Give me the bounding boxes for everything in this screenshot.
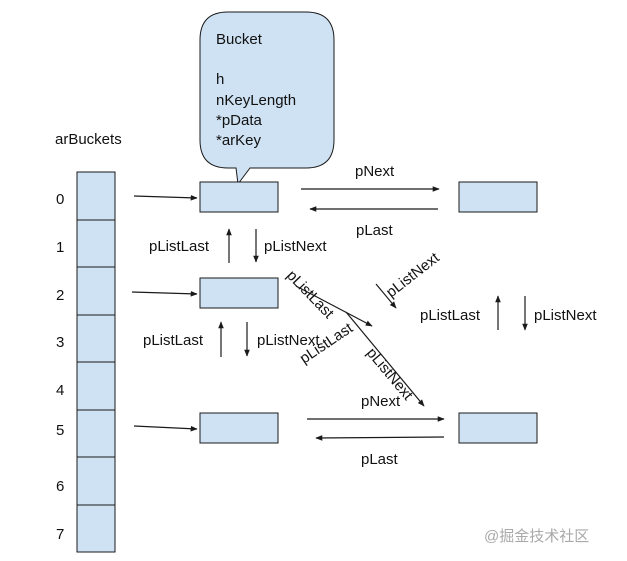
label-plistnext-lower: pListNext [257, 332, 320, 349]
label-plistnext-upper: pListNext [264, 238, 327, 255]
bucket-index-0: 0 [56, 191, 64, 208]
bucket-slot-3 [76, 314, 116, 363]
bucket-field-arkey: *arKey [216, 132, 262, 149]
bucket-index-1: 1 [56, 239, 64, 256]
arbuckets-title: arBuckets [55, 131, 122, 148]
label-plistlast-right: pListLast [420, 307, 481, 324]
bucket-index-3: 3 [56, 334, 64, 351]
bucket-index-7: 7 [56, 526, 64, 543]
bucket-slot-6 [76, 456, 116, 506]
label-plast-bottom: pLast [361, 451, 399, 468]
bucket-node-b [458, 181, 538, 213]
label-pnext-bottom: pNext [361, 393, 401, 410]
bucket-callout [199, 11, 335, 186]
bucket-index-2: 2 [56, 287, 64, 304]
arrow-plistnext-diagonal-lower [345, 311, 425, 407]
arrow-plast-bottom [315, 435, 445, 441]
bucket-slot-0 [76, 171, 116, 221]
bucket-array [76, 171, 116, 553]
label-plistnext-diagonal-upper: pListNext [383, 249, 443, 301]
bucket-node-d [199, 412, 279, 444]
arrow-slot5-to-node [133, 425, 198, 432]
bucket-slot-4 [76, 361, 116, 411]
label-plistlast-upper: pListLast [149, 238, 210, 255]
watermark-text: @掘金技术社区 [484, 528, 589, 545]
label-plistlast-diagonal-down: pListLast [283, 267, 338, 323]
label-pnext-top: pNext [355, 163, 395, 180]
arrow-slot0-to-node [133, 195, 198, 201]
label-plistnext-right: pListNext [534, 307, 597, 324]
bucket-node-c [199, 277, 279, 309]
bucket-field-h: h [216, 71, 224, 88]
arrow-plistnext-diagonal-upper [375, 283, 397, 309]
label-plistlast-lower: pListLast [143, 332, 204, 349]
bucket-node-a [199, 181, 279, 213]
bucket-field-nkeylength: nKeyLength [216, 92, 296, 109]
bucket-slot-2 [76, 266, 116, 316]
bucket-slot-1 [76, 219, 116, 268]
bucket-field-pdata: *pData [216, 112, 263, 129]
arrow-plistlast-diagonal [295, 285, 373, 327]
bucket-slot-7 [76, 504, 116, 553]
bucket-callout-title: Bucket [216, 31, 263, 48]
label-plast-top: pLast [356, 222, 394, 239]
bucket-slot-5 [76, 409, 116, 458]
bucket-index-6: 6 [56, 478, 64, 495]
bucket-node-e [458, 412, 538, 444]
bucket-index-5: 5 [56, 422, 64, 439]
bucket-index-4: 4 [56, 382, 64, 399]
arrow-slot2-to-node [131, 291, 198, 297]
